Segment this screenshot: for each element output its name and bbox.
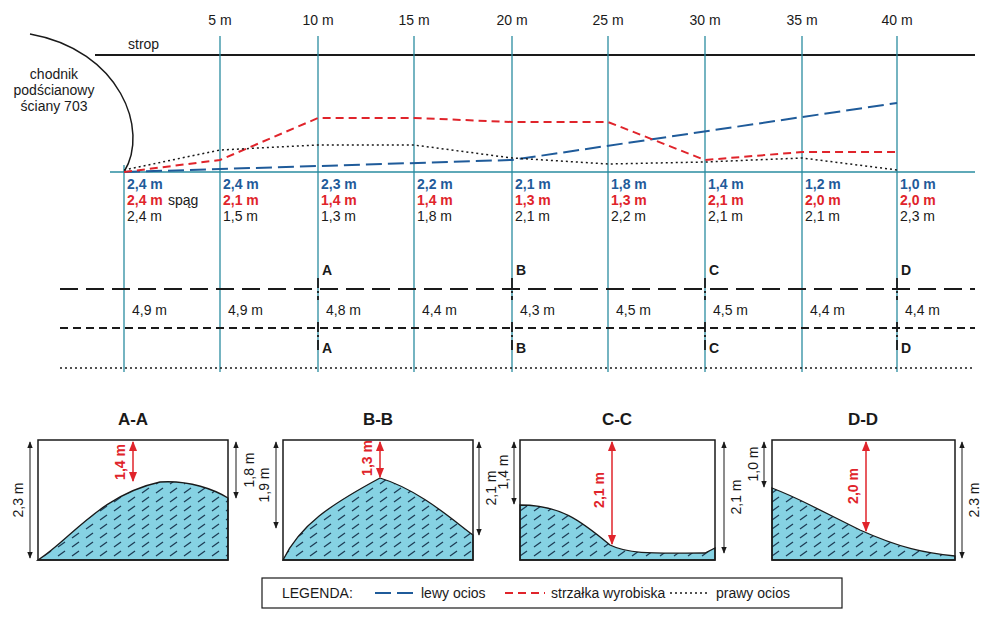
right-wall-height: 2,1 m (708, 208, 743, 224)
legend-text: lewy ocios (421, 585, 486, 601)
width-value: 4,3 m (520, 302, 555, 318)
width-value: 4,5 m (713, 302, 748, 318)
floor-label: spąg (168, 192, 198, 208)
sag-height: 2,0 m (900, 192, 936, 208)
left-wall-height: 1,0 m (900, 176, 936, 192)
sag-height: 1,4 m (321, 192, 357, 208)
section-letter: A (322, 262, 332, 278)
width-value: 4,5 m (616, 302, 651, 318)
sag-height: 2,4 m (127, 192, 163, 208)
distance-mark: 15 m (398, 12, 429, 28)
section-letter: B (516, 340, 526, 356)
dimension-value: 2,1 m (591, 472, 607, 508)
distance-mark: 20 m (496, 12, 527, 28)
distance-mark: 30 m (689, 12, 720, 28)
section-letter: D (901, 340, 911, 356)
width-value: 4,9 m (228, 302, 263, 318)
left-wall-height: 2,3 m (321, 176, 357, 192)
right-wall-height: 2,1 m (515, 208, 550, 224)
right-wall-height: 2,3 m (900, 208, 935, 224)
dimension-value: 1,4 m (495, 454, 511, 489)
section-letter: A (322, 340, 332, 356)
left-wall-height: 1,2 m (805, 176, 841, 192)
right-wall-height: 2,4 m (127, 208, 162, 224)
width-value: 4,4 m (422, 302, 457, 318)
sag-height: 2,1 m (223, 192, 259, 208)
gallery-label: chodnik podścianowy ściany 703 (6, 66, 102, 114)
left-wall-height: 2,2 m (417, 176, 453, 192)
section-letter: D (901, 262, 911, 278)
dimension-value: 1,8 m (241, 452, 257, 487)
sag-height: 1,3 m (611, 192, 647, 208)
distance-mark: 40 m (881, 12, 912, 28)
dimension-value: 2,1 m (728, 479, 744, 514)
distance-mark: 25 m (592, 12, 623, 28)
dimension-value: 2,3 m (10, 482, 26, 517)
right-wall-height: 1,5 m (223, 208, 258, 224)
dimension-value: 1,4 m (112, 444, 128, 480)
legend-text: strzałka wyrobiska (551, 585, 665, 601)
distance-mark: 35 m (786, 12, 817, 28)
width-value: 4,4 m (810, 302, 845, 318)
legend-text: prawy ocios (716, 585, 790, 601)
right-wall-height: 2,2 m (611, 208, 646, 224)
dimension-value: 1,3 m (359, 440, 375, 476)
sag-height: 2,0 m (805, 192, 841, 208)
left-wall-height: 1,8 m (611, 176, 647, 192)
legend-heading: LEGENDA: (282, 585, 353, 601)
right-wall-height: 1,3 m (321, 208, 356, 224)
sag-height: 1,4 m (417, 192, 453, 208)
dimension-value: 1,0 m (745, 446, 761, 481)
right-wall-height: 2,1 m (805, 208, 840, 224)
left-wall-height: 2,1 m (515, 176, 551, 192)
section-title: B-B (363, 412, 393, 428)
dimension-value: 2,0 m (845, 468, 861, 504)
left-wall-height: 2,4 m (127, 176, 163, 192)
section-title: A-A (118, 412, 148, 428)
distance-mark: 5 m (208, 12, 231, 28)
dimension-value: 1,9 m (256, 467, 272, 502)
section-letter: C (709, 262, 719, 278)
roof-label: strop (128, 36, 159, 52)
left-wall-height: 1,4 m (708, 176, 744, 192)
sag-height: 2,1 m (708, 192, 744, 208)
section-letter: C (709, 340, 719, 356)
left-wall-height: 2,4 m (223, 176, 259, 192)
width-value: 4,9 m (132, 302, 167, 318)
section-title: C-C (602, 412, 632, 428)
right-wall-height: 1,8 m (417, 208, 452, 224)
section-title: D-D (848, 412, 878, 428)
sag-height: 1,3 m (515, 192, 551, 208)
width-value: 4,4 m (905, 302, 940, 318)
width-value: 4,8 m (326, 302, 361, 318)
distance-mark: 10 m (302, 12, 333, 28)
dimension-value: 2.3 m (966, 482, 982, 517)
section-letter: B (516, 262, 526, 278)
